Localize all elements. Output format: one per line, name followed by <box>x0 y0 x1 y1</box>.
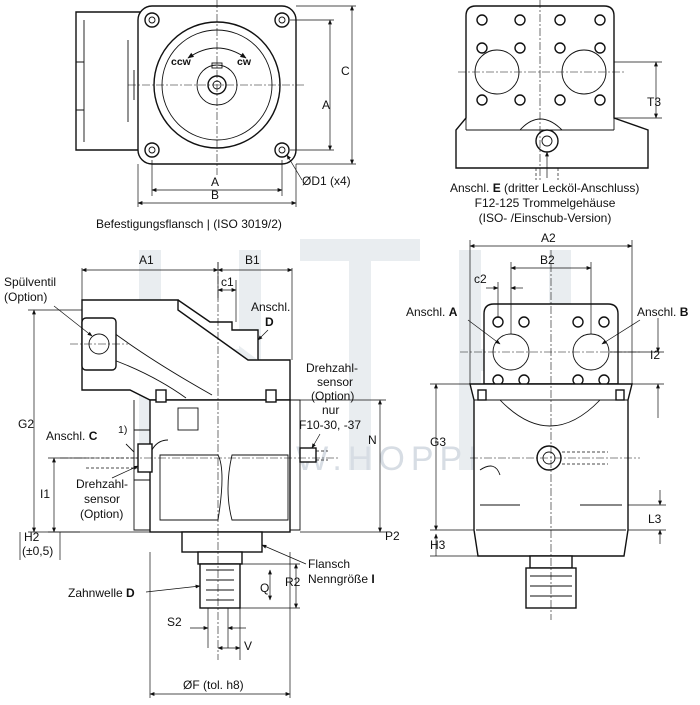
front-view-caption: Befestigungsflansch | (ISO 3019/2) <box>96 217 282 231</box>
dim-t3: T3 <box>647 95 661 109</box>
speed-sensor-4: nur <box>322 403 339 417</box>
shaft-label: Zahnwelle D <box>68 586 135 600</box>
port-e-label: Anschl. E (dritter Lecköl-Anschluss) <box>450 181 639 195</box>
dim-b2: B2 <box>540 253 555 267</box>
dim-l3: L3 <box>648 512 662 526</box>
dim-g2: G2 <box>18 417 34 431</box>
port-d-label: Anschl. <box>251 300 290 314</box>
dim-h3: H3 <box>430 538 446 552</box>
dim-c-right: C <box>341 64 350 78</box>
bolt-hole-callout: ØD1 (x4) <box>302 174 351 188</box>
dim-g3: G3 <box>430 435 446 449</box>
speed-sensor-1: Drehzahl- <box>306 361 358 375</box>
dim-a-bottom: A <box>211 175 219 189</box>
port-c-label: Anschl. C <box>46 429 98 443</box>
dim-i1: I1 <box>40 487 50 501</box>
rear-top-view: T3 Anschl. E (dritter Lecköl-Anschluss) … <box>450 0 662 225</box>
dim-a2: A2 <box>541 231 556 245</box>
dim-c2: c2 <box>474 272 487 286</box>
rear-top-bolts <box>476 14 606 106</box>
speed-sensor-3: (Option) <box>311 389 354 403</box>
spline-shaft <box>199 563 241 609</box>
marker-1: 1) <box>118 424 127 436</box>
dim-h2: H2 <box>24 530 40 544</box>
port-b-label: Anschl. B <box>637 305 689 319</box>
main-housing <box>149 399 291 533</box>
dim-b1: B1 <box>245 253 260 267</box>
dim-h2-tol: (±0,5) <box>22 544 53 558</box>
sensor-left-3: (Option) <box>80 507 123 521</box>
dim-a-right: A <box>322 98 330 112</box>
dim-v: V <box>244 639 252 653</box>
version-label: (ISO- /Einschub-Version) <box>479 211 612 225</box>
ccw-label: ccw <box>171 56 192 68</box>
speed-sensor-5: F10-30, -37 <box>299 418 361 432</box>
sensor-left-2: sensor <box>84 492 120 506</box>
dim-n: N <box>368 433 377 447</box>
port-d-letter: D <box>265 315 274 329</box>
side-view: A1 B1 c1 Spülventil (Option) Anschl. D D… <box>4 253 400 698</box>
dim-r2: R2 <box>285 575 301 589</box>
flange-label-2: Nenngröße I <box>308 572 375 586</box>
sensor-left-1: Drehzahl- <box>76 477 128 491</box>
dim-p2: P2 <box>385 529 400 543</box>
housing-label: F12-125 Trommelgehäuse <box>475 196 616 210</box>
dim-c1: c1 <box>221 275 234 289</box>
dim-a1: A1 <box>139 253 154 267</box>
dim-s2: S2 <box>167 615 182 629</box>
dim-b-bottom: B <box>211 188 219 202</box>
flush-valve-label-1: Spülventil <box>4 275 56 289</box>
mounting-flange-side <box>181 531 263 553</box>
speed-sensor-2: sensor <box>317 375 353 389</box>
dim-f: ØF (tol. h8) <box>183 678 244 692</box>
port-a-label: Anschl. A <box>406 305 458 319</box>
dim-i2: I2 <box>650 348 660 362</box>
flange-label-1: Flansch <box>308 557 350 571</box>
rear-view: A2 B2 c2 Anschl. A Anschl. B I2 G3 H3 L3 <box>406 231 689 620</box>
flush-valve-label-2: (Option) <box>4 290 47 304</box>
cw-label: cw <box>237 56 252 68</box>
front-flange-view: ccw cw A B A C ØD1 (x4) Befestigungsflan… <box>75 0 356 231</box>
dim-q: Q <box>260 581 269 595</box>
